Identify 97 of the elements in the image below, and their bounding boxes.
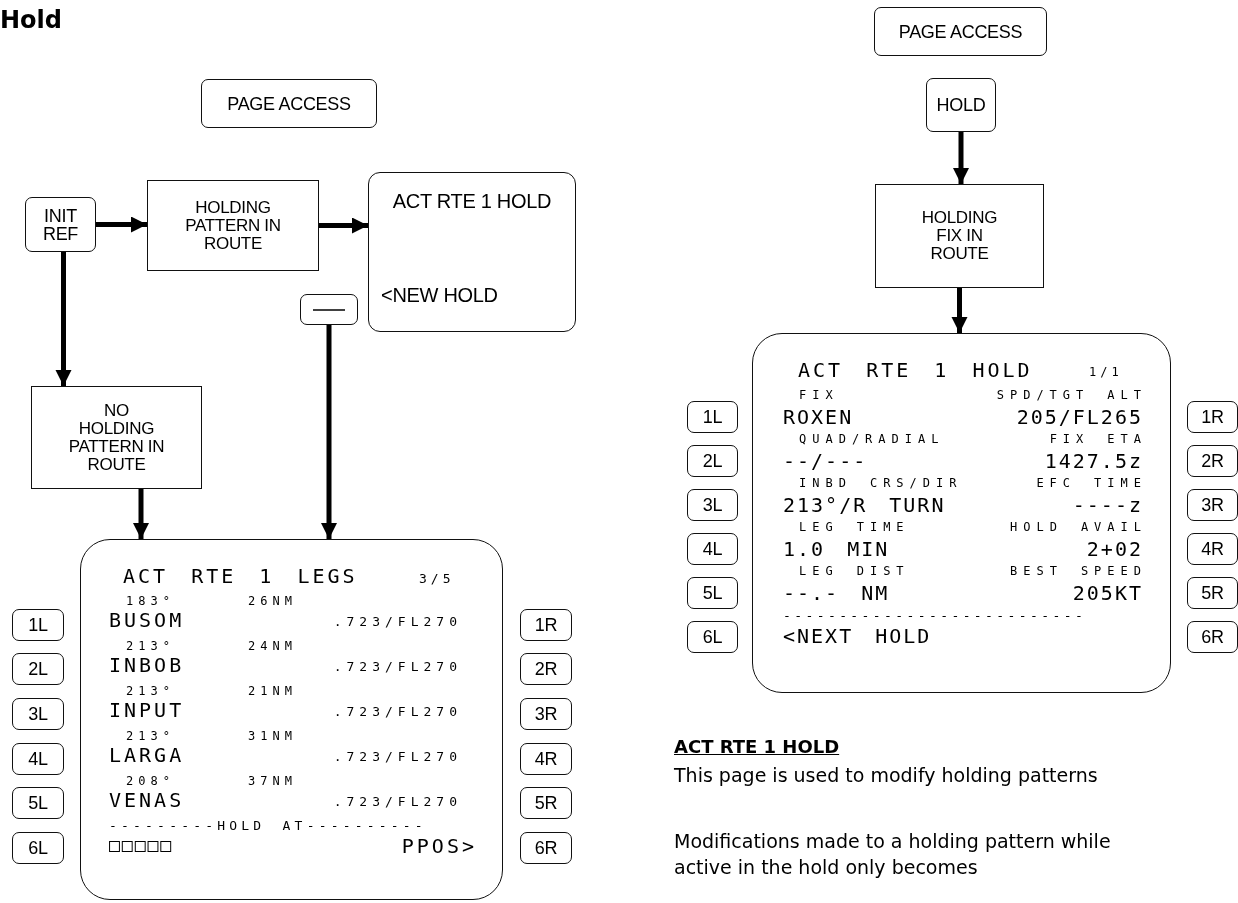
screen-text: ROXEN bbox=[783, 407, 854, 427]
screen-text: .723/FL270 bbox=[333, 750, 462, 763]
screen-text: HOLD AVAIL bbox=[1009, 521, 1147, 533]
key-button: PAGE ACCESS bbox=[874, 7, 1047, 56]
screen-text: 1427.5z bbox=[1044, 451, 1143, 471]
screen-text: 205/FL265 bbox=[1016, 407, 1143, 427]
screen-text: 213° bbox=[126, 730, 175, 742]
line-select-key: 4R bbox=[520, 743, 572, 775]
screen-text: INPUT bbox=[109, 700, 185, 720]
screen-text: LARGA bbox=[109, 745, 185, 765]
page-condition-box: HOLDING FIX IN ROUTE bbox=[875, 184, 1044, 288]
screen-text: 37NM bbox=[248, 775, 297, 787]
screen-text: 208° bbox=[126, 775, 175, 787]
key-button: HOLD bbox=[926, 78, 996, 132]
screen-text: 205KT bbox=[1072, 583, 1143, 603]
cdu-display-screen bbox=[368, 172, 576, 332]
line-select-key: 2R bbox=[1187, 445, 1238, 477]
screen-text: ----z bbox=[1072, 495, 1143, 515]
line-select-key: 2R bbox=[520, 653, 572, 685]
line-select-key: 6R bbox=[520, 832, 572, 864]
line-select-key: 6L bbox=[687, 621, 738, 653]
line-select-key: 6R bbox=[1187, 621, 1238, 653]
arrow bbox=[321, 325, 337, 539]
screen-text: 24NM bbox=[248, 640, 297, 652]
key-button: PAGE ACCESS bbox=[201, 79, 377, 128]
screen-text: --.- NM bbox=[783, 583, 890, 603]
line-select-key: 5R bbox=[520, 787, 572, 819]
screen-text: .723/FL270 bbox=[333, 660, 462, 673]
page-condition-box: NO HOLDING PATTERN IN ROUTE bbox=[31, 386, 202, 489]
screen-text: FIX ETA bbox=[1049, 433, 1147, 445]
arrow bbox=[951, 288, 968, 333]
screen-text: --------------------------- bbox=[783, 609, 1087, 622]
line-select-key: 1L bbox=[687, 401, 738, 433]
screen-text: 31NM bbox=[248, 730, 297, 742]
screen-text: LEG TIME bbox=[799, 521, 910, 533]
screen-text: .723/FL270 bbox=[333, 705, 462, 718]
screen-text: □□□□□ bbox=[109, 836, 174, 854]
section-heading: ACT RTE 1 HOLD bbox=[674, 736, 840, 757]
screen-text: 2+02 bbox=[1086, 539, 1143, 559]
line-select-key: 3L bbox=[687, 489, 738, 521]
line-select-key: 3L bbox=[12, 698, 64, 730]
screen-text: 213°/R TURN bbox=[783, 495, 946, 515]
screen-title: ACT RTE 1 HOLD bbox=[391, 191, 553, 211]
screen-text: BEST SPEED bbox=[1009, 565, 1147, 577]
line-select-key: 5L bbox=[12, 787, 64, 819]
line-select-key: 2L bbox=[687, 445, 738, 477]
screen-text: --/--- bbox=[783, 451, 868, 471]
description-text: Modifications made to a holding pattern while active in the hold only becomes bbox=[674, 829, 1112, 880]
line-select-key: 4R bbox=[1187, 533, 1238, 565]
line-select-key: 5L bbox=[687, 577, 738, 609]
screen-text: VENAS bbox=[109, 790, 185, 810]
screen-text: INBD CRS/DIR bbox=[799, 477, 963, 489]
arrow bbox=[953, 132, 969, 184]
line-select-key: 3R bbox=[1187, 489, 1238, 521]
screen-text: <NEXT HOLD bbox=[783, 626, 932, 646]
line-select-key: 1L bbox=[12, 609, 64, 641]
screen-text: 183° bbox=[126, 595, 175, 607]
arrow bbox=[133, 489, 149, 539]
screen-text: ---------HOLD AT---------- bbox=[109, 819, 427, 832]
line-select-key: 2L bbox=[12, 653, 64, 685]
screen-text: .723/FL270 bbox=[333, 615, 462, 628]
screen-text: 3/5 bbox=[419, 572, 455, 585]
arrow bbox=[96, 216, 147, 233]
screen-title: ACT RTE 1 LEGS bbox=[123, 566, 358, 586]
screen-text: 213° bbox=[126, 685, 175, 697]
cdu-display-screen bbox=[80, 539, 503, 900]
description-text: This page is used to modify holding patterns bbox=[674, 764, 1098, 786]
arrow bbox=[55, 252, 72, 386]
line-select-key: 5R bbox=[1187, 577, 1238, 609]
page-title: Hold bbox=[0, 6, 62, 34]
screen-text: <NEW HOLD bbox=[381, 285, 498, 305]
line-select-key: 1R bbox=[1187, 401, 1238, 433]
page-condition-box: HOLDING PATTERN IN ROUTE bbox=[147, 180, 319, 271]
screen-text: 213° bbox=[126, 640, 175, 652]
screen-text: LEG DIST bbox=[799, 565, 910, 577]
key-button bbox=[300, 294, 358, 325]
screen-text: PPOS> bbox=[401, 836, 477, 856]
line-select-key: 3R bbox=[520, 698, 572, 730]
screen-text: 26NM bbox=[248, 595, 297, 607]
key-button: INIT REF bbox=[25, 197, 96, 252]
line-select-key: 4L bbox=[687, 533, 738, 565]
screen-text: .723/FL270 bbox=[333, 795, 462, 808]
screen-text: 1/1 bbox=[1089, 366, 1123, 378]
arrow bbox=[319, 217, 368, 234]
line-select-key: 6L bbox=[12, 832, 64, 864]
screen-text: FIX bbox=[799, 389, 839, 401]
cdu-display-screen bbox=[752, 333, 1171, 693]
screen-title: ACT RTE 1 HOLD bbox=[798, 360, 1033, 380]
line-select-key: 1R bbox=[520, 609, 572, 641]
screen-text: SPD/TGT ALT bbox=[996, 389, 1147, 401]
screen-text: QUAD/RADIAL bbox=[799, 433, 945, 445]
screen-text: 1.0 MIN bbox=[783, 539, 890, 559]
screen-text: BUSOM bbox=[109, 610, 185, 630]
screen-text: INBOB bbox=[109, 655, 185, 675]
line-select-key: 4L bbox=[12, 743, 64, 775]
screen-text: 21NM bbox=[248, 685, 297, 697]
screen-text: EFC TIME bbox=[1036, 477, 1147, 489]
